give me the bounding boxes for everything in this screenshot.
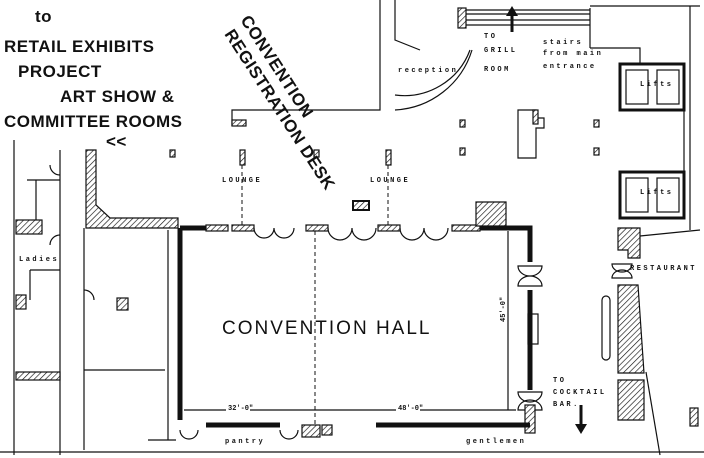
svg-text:Lifts: Lifts xyxy=(640,189,674,197)
depth-dimension: 45'-0" xyxy=(500,297,508,322)
gentlemen-label: gentlemen xyxy=(466,438,526,446)
lifts: Lifts Lifts xyxy=(618,6,691,230)
svg-text:to: to xyxy=(35,7,52,26)
convention-hall-title: CONVENTION HALL xyxy=(222,318,431,339)
lounge-left-label: LOUNGE xyxy=(222,177,262,185)
ladies-label: Ladies xyxy=(19,256,59,264)
svg-text:GRILL: GRILL xyxy=(484,47,518,55)
svg-text:stairs: stairs xyxy=(543,39,583,47)
svg-text:ART SHOW &: ART SHOW & xyxy=(60,87,175,106)
width-right-dimension: 48'-0" xyxy=(398,405,423,413)
svg-text:ROOM: ROOM xyxy=(484,66,511,74)
svg-text:RETAIL EXHIBITS: RETAIL EXHIBITS xyxy=(4,37,154,56)
left-wing-walls: Ladies xyxy=(13,140,61,455)
registration-desk-label: CONVENTION REGISTRATION DESK xyxy=(221,12,339,194)
reception-label: reception xyxy=(398,67,458,75)
arrow-down-icon xyxy=(575,424,587,434)
svg-text:COMMITTEE ROOMS: COMMITTEE ROOMS xyxy=(4,112,182,131)
convention-hall: CONVENTION HALL 32'-0" 48'-0" 45'-0" pan… xyxy=(0,201,704,453)
restaurant-label: RESTAURANT xyxy=(630,265,697,273)
lounge-right-label: LOUNGE xyxy=(370,177,410,185)
arrow-left-icon: << xyxy=(106,132,127,151)
to-grill-sign: TO GRILL ROOM stairs from main entrance xyxy=(484,6,603,74)
arrow-up-icon xyxy=(506,6,518,16)
pillars: LOUNGE LOUNGE xyxy=(169,109,600,225)
svg-text:BAR.: BAR. xyxy=(553,401,580,409)
svg-text:from main: from main xyxy=(543,50,603,58)
side-room xyxy=(83,149,179,450)
svg-text:PROJECT: PROJECT xyxy=(18,62,102,81)
svg-text:COCKTAIL: COCKTAIL xyxy=(553,389,607,397)
svg-text:TO: TO xyxy=(553,377,566,385)
pantry-label: pantry xyxy=(225,438,265,446)
svg-text:entrance: entrance xyxy=(543,63,597,71)
directions-sign: to RETAIL EXHIBITS PROJECT ART SHOW & CO… xyxy=(4,7,182,151)
svg-text:Lifts: Lifts xyxy=(640,81,674,89)
width-left-dimension: 32'-0" xyxy=(228,405,253,413)
top-block: reception xyxy=(231,0,700,127)
svg-text:TO: TO xyxy=(484,33,497,41)
restaurant-area: RESTAURANT TO COCKTAIL BAR. xyxy=(553,227,701,456)
